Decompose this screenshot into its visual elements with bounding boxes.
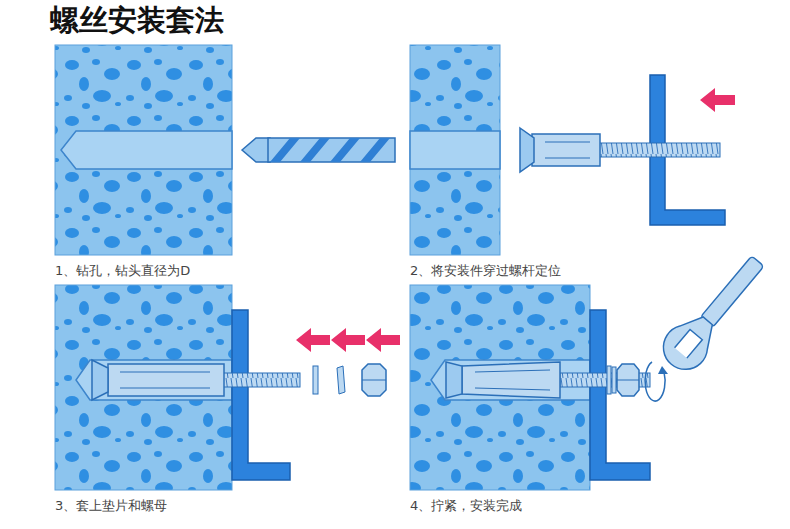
panel-tighten-part [446,362,462,398]
step-caption: 3、套上垫片和螺母 [55,497,167,515]
panel-washer-part [331,328,365,352]
panel-drill-part [55,45,232,255]
panel-washer-part [76,360,232,400]
panel-position [410,45,735,255]
panel-tighten-part [612,367,616,393]
panel-washer-part [55,285,232,490]
panel-washer-part [232,310,290,480]
panel-drill-part [268,138,395,162]
panel-washer-part [362,364,386,396]
panel-drill-part [242,138,270,162]
panel-washer [55,285,400,490]
panel-washer-part [108,364,224,396]
panel-drill-part [61,131,232,169]
panel-position-part [410,131,500,169]
panel-washer-part [337,366,345,394]
panel-washer-part [222,373,300,387]
panel-washer-part [92,360,108,400]
panel-washer-part [120,372,210,373]
panel-washer-part [120,388,210,389]
panel-position-part [700,88,735,112]
panel-tighten-part [462,362,560,398]
panel-tighten-part [617,380,639,381]
panel-position-part [545,158,590,159]
step-caption: 1、钻孔，钻头直径为D [55,262,190,280]
panel-tighten [410,247,775,490]
panel-position-part [532,134,600,166]
panel-tighten-part [658,366,668,374]
panel-position-part [410,45,500,255]
panel-tighten-part-part [654,307,724,379]
panel-tighten-part-part [675,329,703,358]
panel-tighten-part [654,247,774,378]
panel-drill [55,45,395,255]
panel-drill-part [270,138,390,162]
panel-washer-part [313,366,318,394]
panel-tighten-part [475,388,550,390]
panel-tighten-part [607,366,611,394]
panel-tighten-part [617,364,639,396]
panel-position-part [520,128,534,172]
step-caption: 4、拧紧，安装完成 [410,497,522,515]
step-caption: 2、将安装件穿过螺杆定位 [410,262,561,280]
panel-tighten-part [590,310,650,480]
page-title: 螺丝安装套法 [50,1,224,41]
panel-tighten-part-part [700,256,764,328]
panel-position-part [598,143,720,157]
panel-drill-part-part [270,138,390,162]
panel-washer-part [362,380,386,381]
panel-washer-part [366,328,400,352]
panel-tighten-part [475,370,550,372]
panel-washer-part [296,328,330,352]
panel-position-part [545,142,590,143]
